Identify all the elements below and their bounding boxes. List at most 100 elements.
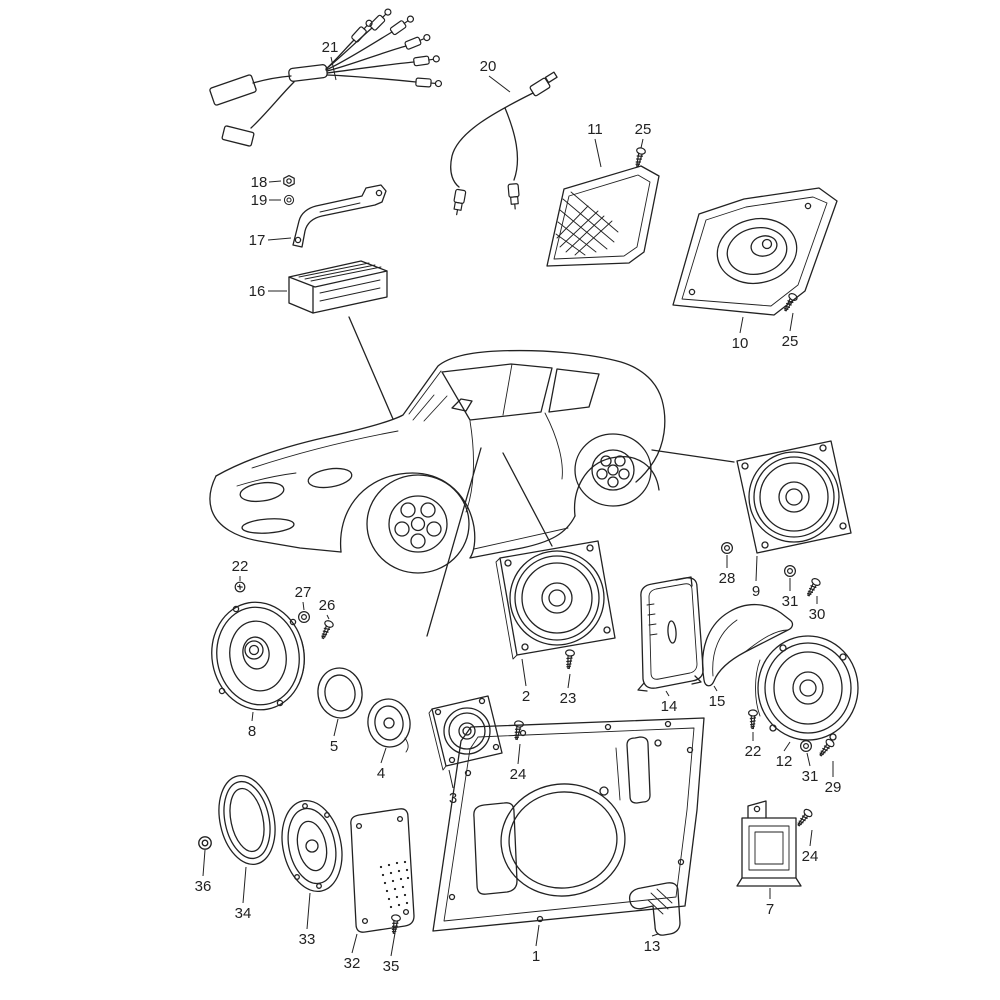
part-label-13-bracket: 13	[644, 938, 661, 955]
part-label-24-screw: 24	[802, 848, 819, 865]
leader-line-part-10	[739, 316, 744, 334]
part-label-18-nut: 18	[251, 174, 268, 191]
part-28-washer-drawing	[720, 541, 734, 555]
part-label-3-speaker: 3	[449, 790, 457, 807]
part-label-9-speaker: 9	[752, 583, 760, 600]
part-17-bracket-drawing	[292, 184, 387, 248]
leader-line-part-33	[306, 892, 311, 930]
part-label-25-screw: 25	[635, 121, 652, 138]
leader-line-part-13	[651, 933, 659, 937]
part-8-speaker-drawing	[211, 601, 305, 711]
part-label-1-door-panel: 1	[532, 948, 540, 965]
part-label-15-cover: 15	[709, 693, 726, 710]
leader-line-part-36	[202, 849, 206, 877]
part-label-31-washer: 31	[782, 593, 799, 610]
leader-line-part-34	[242, 866, 247, 904]
part-label-7-amplifier: 7	[766, 901, 774, 918]
part-label-5-speaker-ring: 5	[330, 738, 338, 755]
part-label-34-speaker-ring: 34	[235, 905, 252, 922]
part-26-screw-drawing	[318, 618, 335, 641]
part-32-mounting-panel-drawing	[350, 808, 415, 933]
part-label-25-screw: 25	[782, 333, 799, 350]
part-33-speaker-drawing	[281, 799, 343, 893]
part-9-speaker-drawing	[736, 440, 852, 554]
leader-line-part-18	[268, 180, 282, 183]
part-15-cover-drawing	[701, 603, 794, 687]
part-label-23-screw: 23	[560, 690, 577, 707]
part-12-speaker-drawing	[755, 635, 859, 741]
part-19-washer-drawing	[283, 194, 295, 206]
leader-line-part-26	[326, 614, 330, 620]
part-label-11-grille-panel: 11	[587, 121, 603, 138]
leader-line-part-25	[640, 138, 644, 149]
leader-line-part-3	[448, 769, 454, 789]
leader-line-part-4	[380, 747, 387, 764]
part-label-29-screw: 29	[825, 779, 842, 796]
leader-line-part-23	[567, 673, 571, 689]
part-label-4-speaker: 4	[377, 765, 385, 782]
part-label-16-radio-unit: 16	[249, 283, 266, 300]
leader-line-part-24	[517, 743, 521, 765]
part-3-speaker-drawing	[428, 695, 503, 771]
car-illustration	[209, 349, 666, 574]
leader-line-part-24	[809, 829, 813, 847]
part-label-27-washer: 27	[295, 584, 312, 601]
part-21-wiring-harness-drawing	[209, 6, 443, 147]
leader-line-part-35	[390, 932, 396, 957]
part-27-washer-drawing	[298, 610, 310, 624]
leader-line-part-27	[302, 601, 305, 611]
part-18-nut-drawing	[283, 175, 295, 187]
perforation-dots	[379, 860, 410, 909]
part-20-antenna-cables-drawing	[450, 71, 558, 217]
part-label-35-screw: 35	[383, 958, 400, 975]
part-31-washer-drawing	[783, 564, 797, 578]
part-35-screw-drawing	[388, 913, 402, 935]
part-label-30-screw: 30	[809, 606, 826, 623]
part-label-36-grommet: 36	[195, 878, 212, 895]
part-label-24-screw: 24	[510, 766, 527, 783]
part-label-26-screw: 26	[319, 597, 336, 614]
part-31-washer-drawing	[799, 739, 813, 753]
leader-line-part-14	[665, 690, 670, 697]
leader-line-part-32	[351, 933, 358, 954]
part-22-screw-drawing	[747, 709, 759, 730]
part-29-screw-drawing	[816, 737, 836, 759]
part-34-speaker-ring-drawing	[218, 774, 276, 866]
leader-line-part-21	[330, 56, 337, 81]
leader-line-part-25	[789, 312, 794, 332]
part-label-31-washer: 31	[802, 768, 819, 785]
part-label-22-screw: 22	[745, 743, 762, 760]
part-25-screw-drawing	[632, 146, 647, 168]
leader-line-part-8	[251, 711, 254, 722]
part-label-14-amplifier: 14	[661, 698, 678, 715]
part-1-door-panel-drawing	[432, 717, 705, 932]
part-label-12-speaker: 12	[776, 753, 793, 770]
part-label-17-bracket: 17	[249, 232, 266, 249]
part-11-grille-panel-drawing	[546, 165, 660, 267]
leader-line-part-11	[594, 138, 602, 168]
part-label-2-speaker: 2	[522, 688, 530, 705]
leader-line-part-31	[806, 752, 811, 767]
part-label-21-wiring-harness: 21	[322, 39, 339, 56]
leader-line-part-15	[713, 685, 718, 692]
part-22-screw-drawing	[234, 581, 246, 593]
part-label-32-mounting-panel: 32	[344, 955, 361, 972]
part-label-28-washer: 28	[719, 570, 736, 587]
pointer-lines	[348, 316, 735, 637]
part-7-amplifier-drawing	[736, 800, 802, 887]
leader-line-part-2	[521, 658, 527, 687]
part-label-10-speaker-panel: 10	[732, 335, 749, 352]
part-label-33-speaker: 33	[299, 931, 316, 948]
part-label-8-speaker: 8	[248, 723, 256, 740]
part-10-speaker-panel-drawing	[672, 187, 838, 316]
part-2-speaker-drawing	[495, 540, 616, 660]
leader-line-part-12	[783, 741, 791, 752]
part-5-speaker-ring-drawing	[317, 667, 363, 719]
leader-line-part-20	[488, 75, 511, 93]
part-23-screw-drawing	[563, 648, 576, 670]
part-label-20-antenna-cables: 20	[480, 58, 497, 75]
part-36-grommet-drawing	[198, 836, 212, 850]
